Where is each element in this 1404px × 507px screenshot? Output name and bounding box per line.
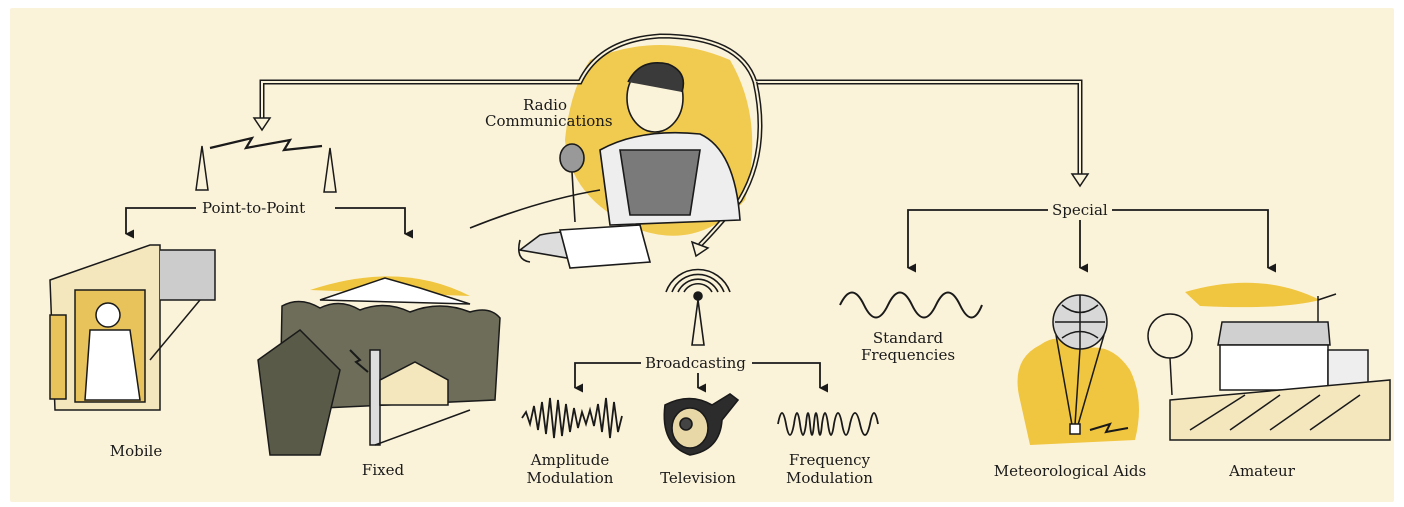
leaf-amateur: Amateur bbox=[1212, 462, 1312, 481]
point-to-point-towers bbox=[196, 146, 336, 192]
lightning-bolt-icon bbox=[210, 138, 322, 150]
television-tube-icon bbox=[664, 394, 738, 455]
mobile-illustration bbox=[50, 245, 215, 410]
leaf-meteorological-aids: Meteorological Aids bbox=[985, 462, 1155, 481]
leaf-standard-line2: Frequencies bbox=[848, 346, 968, 365]
group-point-to-point: Point-to-Point bbox=[198, 199, 309, 218]
leaf-television: Television bbox=[648, 469, 748, 488]
meteorological-balloon-illustration bbox=[1018, 295, 1140, 445]
arrow-to-special bbox=[1072, 174, 1088, 186]
leaf-fixed: Fixed bbox=[333, 461, 433, 480]
fm-wave-icon bbox=[778, 413, 878, 435]
standard-frequency-wave-icon bbox=[840, 293, 982, 318]
leaf-amplitude-line1: Amplitude bbox=[515, 451, 625, 470]
arrow-to-point-to-point bbox=[254, 118, 270, 130]
leaf-mobile: Mobile bbox=[86, 442, 186, 461]
group-broadcasting: Broadcasting bbox=[641, 354, 750, 373]
broadcast-tower-icon bbox=[666, 269, 730, 345]
fixed-illustration bbox=[258, 276, 500, 455]
amateur-house-illustration bbox=[1148, 283, 1390, 440]
group-special: Special bbox=[1048, 201, 1112, 220]
leaf-amplitude-line2: Modulation bbox=[515, 469, 625, 488]
root-label-line2: Communications bbox=[485, 112, 605, 131]
am-wave-icon bbox=[522, 398, 622, 438]
leaf-frequency-line2: Modulation bbox=[772, 469, 887, 488]
leaf-frequency-line1: Frequency bbox=[772, 451, 887, 470]
